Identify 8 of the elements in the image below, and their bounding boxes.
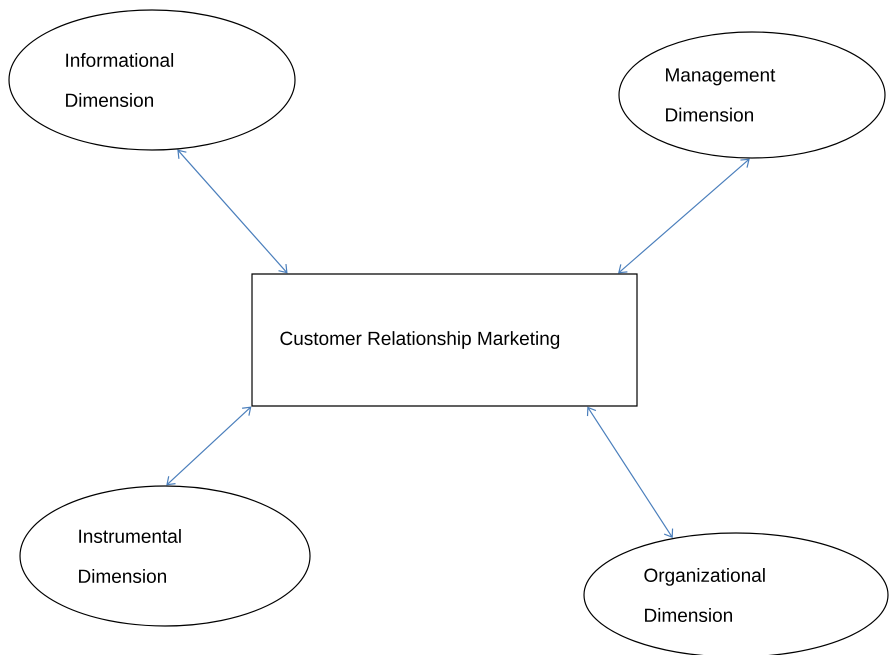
ellipse-node: Management Dimension bbox=[618, 31, 886, 159]
ellipse-node: Informational Dimension bbox=[8, 9, 296, 151]
arrow bbox=[586, 406, 674, 538]
arrow bbox=[166, 406, 252, 486]
process-box: Customer Relationship Marketing bbox=[251, 273, 638, 407]
ellipse-node: Instrumental Dimension bbox=[19, 485, 311, 627]
arrow bbox=[177, 149, 288, 274]
arrow bbox=[618, 158, 750, 274]
